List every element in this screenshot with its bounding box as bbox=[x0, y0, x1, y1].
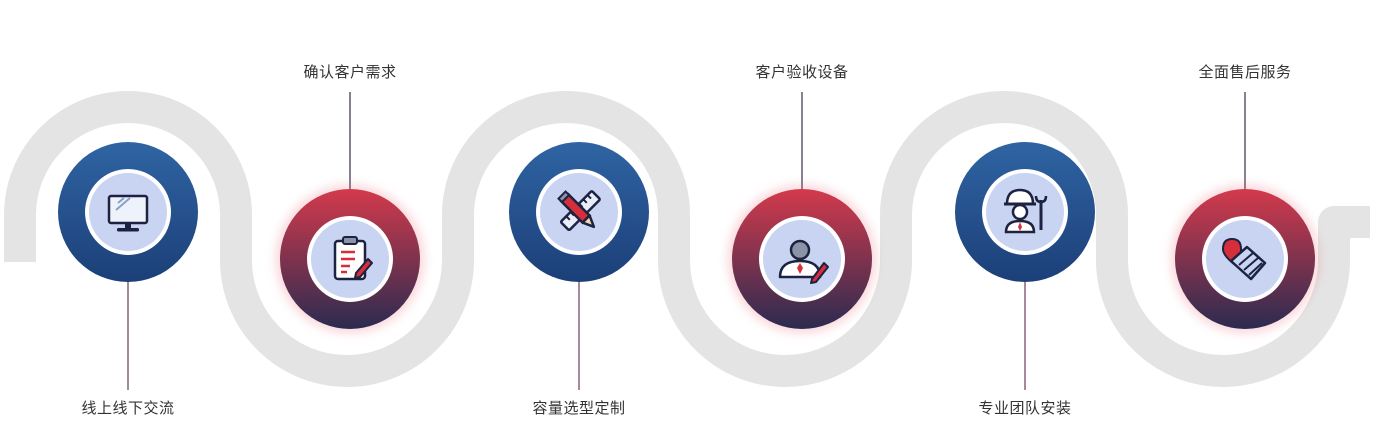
step-label: 专业团队安装 bbox=[978, 399, 1072, 417]
monitor-icon bbox=[107, 194, 149, 232]
step-label: 容量选型定制 bbox=[532, 399, 626, 417]
step-label: 线上线下交流 bbox=[81, 399, 175, 417]
step-label: 客户验收设备 bbox=[755, 63, 849, 81]
ruler-pencil-icon bbox=[557, 190, 601, 232]
connector-lines bbox=[127, 92, 1246, 390]
step-node bbox=[509, 142, 649, 282]
step-nodes bbox=[58, 142, 1319, 333]
step-node bbox=[728, 185, 876, 333]
clipboard-icon bbox=[333, 236, 373, 281]
step-label: 全面售后服务 bbox=[1198, 63, 1292, 81]
step-node bbox=[1171, 185, 1319, 333]
serpentine-track bbox=[4, 91, 1370, 387]
handshake-heart-icon bbox=[1221, 237, 1267, 281]
worker-wrench-icon bbox=[1004, 188, 1048, 234]
step-node bbox=[58, 142, 198, 282]
step-label: 确认客户需求 bbox=[303, 63, 397, 81]
customer-check-icon bbox=[778, 239, 829, 284]
step-node bbox=[955, 142, 1095, 282]
step-node bbox=[276, 185, 424, 333]
